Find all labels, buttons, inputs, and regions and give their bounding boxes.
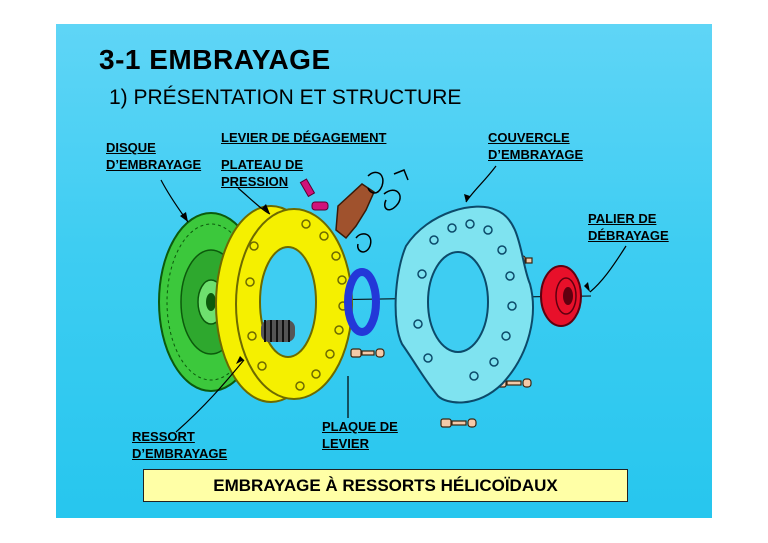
release-bearing [540, 265, 582, 327]
label-levier-degagement: LEVIER DE DÉGAGEMENT [221, 130, 387, 145]
slide-title: 3-1 EMBRAYAGE [99, 44, 331, 75]
caption-banner: EMBRAYAGE À RESSORTS HÉLICOÏDAUX [143, 469, 628, 502]
label-disque: DISQUE D’EMBRAYAGE [106, 140, 202, 172]
label-ressort: RESSORT D’EMBRAYAGE [132, 429, 228, 461]
label-plaque: PLAQUE DE LEVIER [322, 419, 398, 451]
clutch-exploded-diagram [158, 165, 627, 433]
slide-subtitle: 1) PRÉSENTATION ET STRUCTURE [109, 86, 462, 109]
label-plateau: PLATEAU DE PRESSION [221, 157, 304, 189]
lever-pin [299, 178, 329, 211]
slide: 3-1 EMBRAYAGE 1) PRÉSENTATION ET STRUCTU… [56, 24, 712, 518]
pressure-plate [215, 205, 353, 403]
release-lever [335, 169, 409, 253]
label-palier: PALIER DE DÉBRAYAGE [588, 211, 669, 243]
lever-plate [344, 268, 380, 336]
clutch-spring [261, 320, 295, 342]
clutch-cover [394, 205, 534, 404]
label-couvercle: COUVERCLE D’EMBRAYAGE [488, 130, 584, 162]
leader-lines [160, 165, 627, 433]
leader-arrowheads [180, 194, 590, 364]
